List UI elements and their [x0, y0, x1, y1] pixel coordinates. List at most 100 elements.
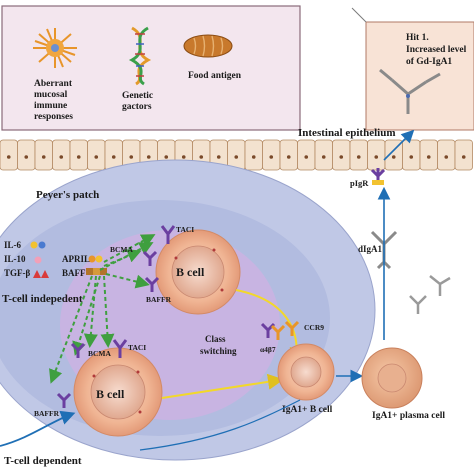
- epithelial-nucleus: [24, 155, 29, 159]
- a4b7-receptor-2: [270, 324, 286, 340]
- april-label: APRIL: [62, 254, 90, 264]
- taci-bottom-label: TACI: [128, 343, 146, 352]
- bottom-blue-line: [139, 399, 301, 451]
- epithelial-cell: [0, 139, 18, 171]
- il10-icon: [34, 256, 42, 264]
- epithelial-nucleus: [321, 155, 326, 159]
- taci-top-label: TACI: [176, 225, 194, 234]
- il6-icon: [30, 241, 38, 249]
- bread-icon: [183, 34, 233, 58]
- epithelial-nucleus: [304, 155, 309, 159]
- epithelial-cell: [437, 139, 456, 171]
- epithelial-cell: [297, 139, 316, 171]
- epithelial-nucleus: [6, 155, 11, 159]
- epithelial-nucleus: [356, 155, 361, 159]
- il6-label: IL-6: [4, 240, 22, 250]
- aberrant-label: Aberrant mucosal immune responses: [34, 79, 74, 122]
- tgfb-label: TGF-β: [4, 268, 30, 278]
- taci-receptor-top: [160, 225, 176, 244]
- epithelial-nucleus: [339, 155, 344, 159]
- b-cell-top-label: B cell: [176, 265, 205, 279]
- iga-free-1: [409, 295, 427, 314]
- epithelial-cell: [87, 139, 106, 171]
- dna-icon: [128, 26, 152, 86]
- pigr-label: pIgR: [350, 178, 369, 188]
- baff-label: BAFF: [62, 268, 86, 278]
- epithelial-nucleus: [94, 155, 99, 159]
- pigr-receptor: [370, 168, 386, 185]
- epithelial-cell: [244, 139, 263, 171]
- epithelial-cell: [314, 139, 333, 171]
- epithelial-nucleus: [146, 155, 151, 159]
- epithelial-nucleus: [59, 155, 64, 159]
- class-switching-arrow-bottom: [161, 373, 284, 399]
- iga1-plasma-cell-label: IgA1+ plasma cell: [372, 411, 445, 421]
- iga1-b-cell-label: IgA1+ B cell: [282, 405, 333, 415]
- iga1-b-cell: [277, 343, 335, 401]
- epithelial-cell: [52, 139, 71, 171]
- ccr9-label: CCR9: [304, 323, 324, 332]
- epithelial-nucleus: [391, 155, 396, 159]
- epithelial-cell: [17, 139, 36, 171]
- iga-free-2: [429, 275, 451, 296]
- bcma-bottom-label: BCMA: [88, 349, 111, 358]
- t-cell-dependent-arrow: [0, 410, 76, 447]
- top-factor-box: [1, 5, 301, 131]
- epithelial-cell: [279, 139, 298, 171]
- baffr-receptor-bottom: [56, 392, 72, 408]
- epithelial-nucleus: [129, 155, 134, 159]
- epithelial-nucleus: [234, 155, 239, 159]
- epithelial-nucleus: [181, 155, 186, 159]
- epithelial-nucleus: [111, 155, 116, 159]
- intestinal-epithelium: [0, 139, 473, 171]
- epithelial-cell: [332, 139, 351, 171]
- diga1-label: dIgA1: [358, 244, 383, 254]
- bcma-top-label: BCMA: [110, 245, 133, 254]
- il6-icon-2: [38, 241, 46, 249]
- epithelial-cell: [454, 139, 473, 171]
- intestinal-epithelium-label: Intestinal epithelium: [298, 127, 395, 139]
- epithelial-cell: [419, 139, 438, 171]
- hit-1-box: [365, 21, 474, 131]
- baffr-bottom-label: BAFFR: [34, 409, 60, 418]
- taci-receptor-bottom: [112, 339, 128, 358]
- a4b7-label: α4β7: [260, 345, 276, 354]
- ccr9-receptor: [284, 320, 300, 336]
- epithelial-cell: [367, 139, 386, 171]
- gd-iga1-dot: [406, 94, 410, 98]
- t-cell-independent-label: T-cell indepedent: [2, 293, 83, 305]
- peyers-patch-label: Peyer's patch: [36, 189, 99, 201]
- iga1-plasma-cell: [361, 347, 423, 409]
- epithelial-nucleus: [461, 155, 466, 159]
- arrow-epithelium-to-hit: [383, 129, 415, 161]
- epithelial-nucleus: [426, 155, 431, 159]
- green-dashed-signals: [49, 234, 156, 384]
- hit-1-label: Hit 1. Increased level of Gd-IgA1: [406, 33, 469, 67]
- epithelial-nucleus: [164, 155, 169, 159]
- epithelial-nucleus: [76, 155, 81, 159]
- baff-ligand: [86, 268, 107, 275]
- tgfb-icon: [33, 270, 49, 278]
- epithelial-nucleus: [444, 155, 449, 159]
- epithelial-nucleus: [269, 155, 274, 159]
- epithelial-nucleus: [251, 155, 256, 159]
- epithelial-cell: [69, 139, 88, 171]
- epithelial-cell: [262, 139, 281, 171]
- epithelial-nucleus: [374, 155, 379, 159]
- epithelial-cell: [349, 139, 368, 171]
- b-cell-top: [155, 229, 241, 315]
- epithelial-cell: [402, 139, 421, 171]
- baffr-top-label: BAFFR: [146, 295, 172, 304]
- bcma-receptor-bottom: [70, 342, 86, 358]
- t-cell-dependent-label: T-cell dependent: [4, 455, 82, 467]
- genetic-label: Genetic gactors: [122, 91, 156, 112]
- epithelial-nucleus: [216, 155, 221, 159]
- epithelial-nucleus: [41, 155, 46, 159]
- epithelial-cell: [34, 139, 53, 171]
- april-ligand: [88, 255, 103, 263]
- epithelial-nucleus: [199, 155, 204, 159]
- b-cell-bottom-label: B cell: [96, 387, 125, 401]
- b-cell-bottom: [73, 347, 163, 437]
